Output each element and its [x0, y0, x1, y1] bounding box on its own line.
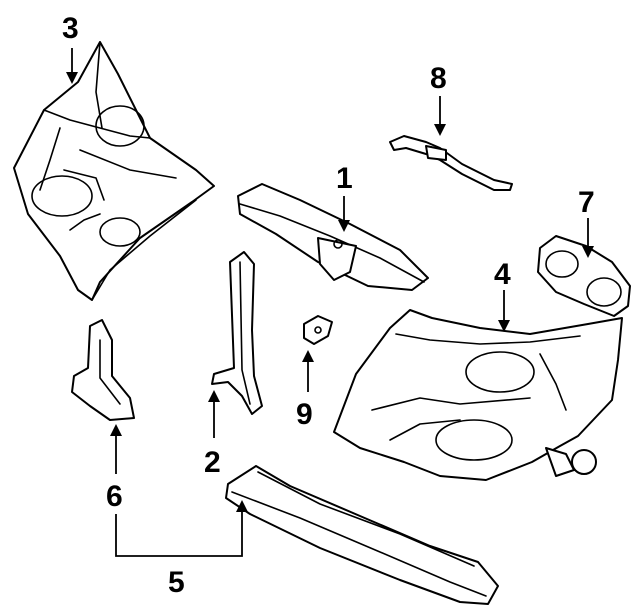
part-1-crossmember [237, 183, 429, 291]
callout-3: 3 [62, 12, 79, 45]
part-5-lower-crossmember [225, 465, 499, 605]
callout-7: 7 [578, 186, 595, 219]
part-2-pillar [211, 251, 263, 415]
callout-4: 4 [494, 258, 511, 291]
part-3-floor-pan-left [13, 41, 215, 301]
leader-lines [66, 48, 594, 557]
part-8-brace [389, 135, 513, 191]
callout-2: 2 [204, 446, 221, 479]
callout-5: 5 [168, 566, 185, 599]
callout-6: 6 [106, 480, 123, 513]
part-9-clip [303, 315, 333, 345]
callout-9: 9 [296, 398, 313, 431]
callout-1: 1 [336, 162, 353, 195]
part-7-cover-plate [537, 235, 631, 317]
part-4-floor-pan-right [333, 309, 623, 481]
part-6-bracket [71, 319, 135, 421]
callout-8: 8 [430, 62, 447, 95]
